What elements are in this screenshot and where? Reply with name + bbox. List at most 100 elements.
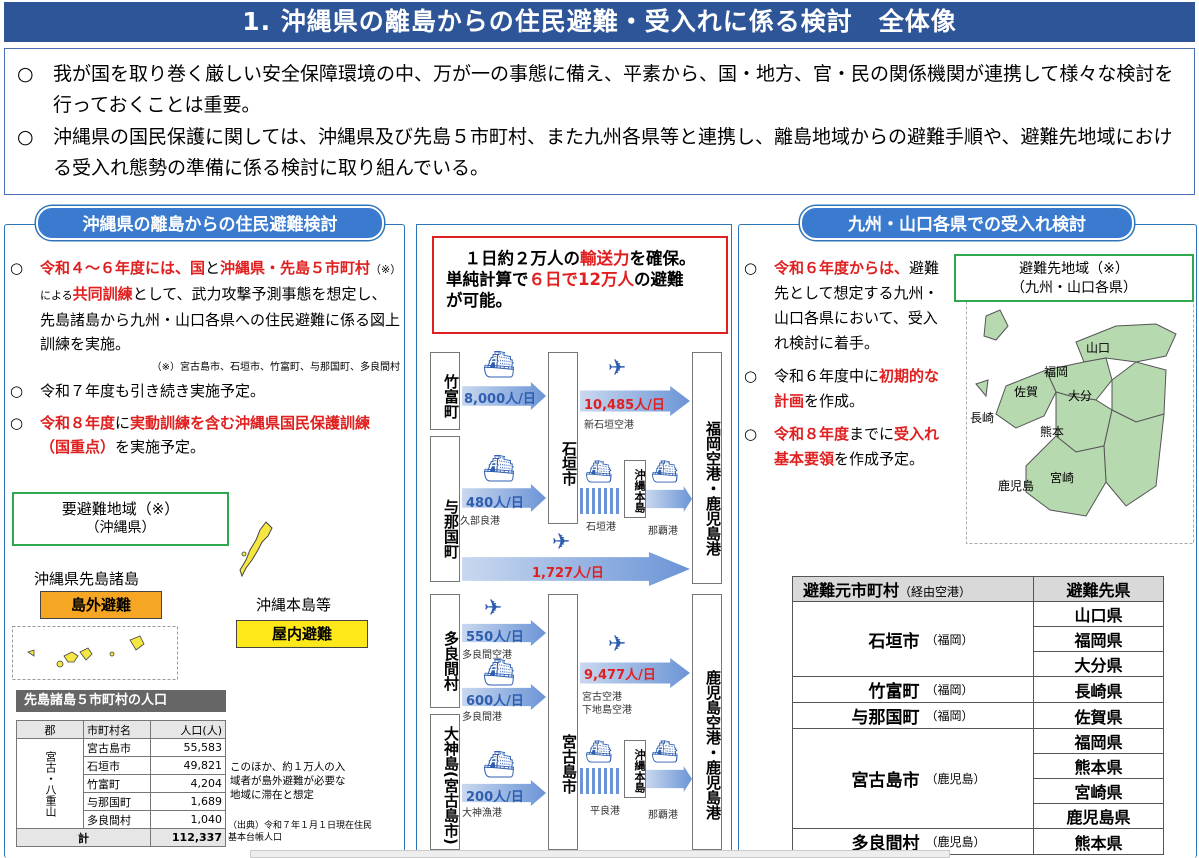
source-taketomi: 竹富町 [430, 352, 460, 430]
intro-paragraph-2: ○沖縄県の国民保護に関しては、沖縄県及び先島５市町村、また九州各県等と連携し、離… [17, 122, 1182, 184]
port-naha-2: 那覇港 [648, 810, 678, 821]
flow-taketomi: 8,000人/日 [464, 392, 536, 407]
sakishima-label: 沖縄県先島諸島 [34, 570, 140, 588]
sakishima-badge: 島外避難 [40, 591, 162, 619]
left-item-2: ○令和７年度も引き続き実施予定。 [10, 382, 266, 400]
map-label-fukuoka: 福岡 [1044, 364, 1068, 379]
route-arrow [646, 486, 692, 512]
bottom-overlay-strip [250, 850, 950, 858]
map-label-miyazaki: 宮崎 [1050, 470, 1074, 485]
source-yonaguni: 与那国町 [430, 436, 460, 582]
dest-fukuoka: 福岡空港・鹿児島港 [692, 352, 722, 584]
flow-yonaguni-air: 1,727人/日 [532, 566, 604, 581]
ship-icon: ⛴ [585, 460, 613, 485]
port-yonaguni: 久部良港 [460, 516, 500, 527]
map-label-saga: 佐賀 [1014, 385, 1038, 399]
table-row: 宮古島市 （鹿児島） 福岡県 [792, 728, 1164, 829]
bullet-circle: ○ [17, 63, 34, 85]
route-arrow [580, 386, 690, 416]
population-side-note: このほか、約１万人の入域者が島外避難が必要な地域に滞在と想定 [230, 761, 346, 801]
port-tarama-sea: 多良間港 [462, 712, 502, 723]
right-item-2: ○令和６年度中に初期的な計画を作成。 [744, 367, 940, 410]
port-ishigaki-air: 新石垣空港 [584, 420, 634, 431]
table-row: 大分県 [793, 651, 1164, 677]
ship-icon: ⛴ [482, 750, 516, 780]
honto-label: 沖縄本島等 [256, 596, 332, 614]
okinawa-hub-2: 沖縄本島 [624, 740, 646, 798]
route-arrow [646, 766, 692, 792]
ship-icon: ⛴ [482, 350, 516, 380]
port-hirara: 平良港 [590, 806, 620, 817]
port-ogami: 大神漁港 [462, 808, 502, 819]
sakishima-islands-map [12, 626, 178, 680]
ship-icon: ⛴ [585, 740, 613, 765]
flow-yonaguni: 480人/日 [466, 496, 524, 511]
airplane-icon: ✈ [484, 596, 503, 621]
port-miyako-air-2: 下地島空港 [582, 705, 632, 716]
population-source: （出典）令和７年１月１日現在住民基本台帳人口 [228, 821, 373, 843]
hub-miyakojima: 宮古島市 [548, 594, 578, 850]
destination-area-box: 避難先地域（※） （九州・山口各県） [954, 254, 1194, 302]
flow-ogami: 200人/日 [466, 790, 524, 805]
map-label-kumamoto: 熊本 [1040, 424, 1064, 439]
map-label-oita: 大分 [1068, 389, 1092, 403]
map-label-kagoshima: 鹿児島 [998, 478, 1034, 493]
port-tarama-air: 多良間空港 [462, 650, 512, 661]
left-section-header: 沖縄県の離島からの住民避難検討 [36, 206, 384, 240]
map-label-yamaguchi: 山口 [1086, 341, 1110, 355]
left-item-1: ○令和４～６年度には、国と沖縄県・先島５市町村（※）による共同訓練として、武力攻… [10, 259, 401, 353]
population-table-title: 先島諸島５市町村の人口 [16, 690, 226, 712]
table-row: 熊本県 [793, 753, 1164, 779]
transport-capacity-box: １日約２万人の輸送力を確保。 単純計算で６日で12万人の避難 が可能。 [432, 236, 728, 334]
source-ogami: 大神島(宮古島市) [430, 714, 460, 850]
airplane-icon: ✈ [608, 632, 627, 657]
port-naha-1: 那覇港 [648, 526, 678, 537]
right-item-3: ○令和８年度までに受入れ基本要領を作成予定。 [744, 425, 940, 468]
right-item-1: ○令和６年度からは、避難先として想定する九州・山口各県において、受入れ検討に着手… [744, 259, 940, 352]
honto-badge: 屋内避難 [236, 620, 368, 648]
route-arrow [462, 552, 690, 586]
table-total-row: 計 112,337 [16, 828, 227, 847]
okinawa-island-map [239, 521, 273, 578]
route-arrow [462, 620, 546, 646]
right-section-header: 九州・山口各県での受入れ検討 [800, 206, 1134, 240]
table-row: 与那国町 （福岡） 佐賀県 [792, 702, 1164, 729]
page-title: 1. 沖縄県の離島からの住民避難・受入れに係る検討 全体像 [4, 2, 1195, 42]
hub-ishigaki: 石垣市 [548, 352, 578, 524]
table-row: 竹富町 （福岡） 長崎県 [792, 676, 1164, 703]
destination-table: 避難元市町村（経由空港） 避難先県 石垣市 （福岡） 山口県 福岡県 大分県 竹… [792, 576, 1164, 855]
source-tarama: 多良間村 [430, 594, 460, 708]
evacuation-area-box: 要避難地域（※） （沖縄県） [12, 492, 229, 546]
striped-arrow [580, 768, 622, 794]
intro-box: ○我が国を取り巻く厳しい安全保障環境の中、万が一の事態に備え、平素から、国・地方… [4, 48, 1195, 195]
dest-kagoshima: 鹿児島空港・鹿児島港 [692, 594, 722, 850]
table-row: 石垣市 （福岡） 山口県 [792, 601, 1164, 677]
flow-tarama-sea: 600人/日 [466, 694, 524, 709]
airplane-icon: ✈ [608, 356, 627, 381]
kyushu-map: 山口 福岡 佐賀 大分 長崎 熊本 宮崎 鹿児島 [966, 296, 1194, 544]
ship-icon: ⛴ [482, 454, 516, 484]
striped-arrow [580, 488, 622, 514]
middle-panel [416, 224, 732, 858]
left-item-3: ○令和８年度に実動訓練を含む沖縄県国民保護訓練（国重点）を実施予定。 [10, 414, 371, 456]
ship-icon: ⛴ [482, 658, 516, 688]
airplane-icon: ✈ [552, 530, 571, 555]
bullet-circle: ○ [17, 126, 34, 148]
right-bullets: ○令和６年度からは、避難先として想定する九州・山口各県において、受入れ検討に着手… [744, 256, 948, 472]
port-miyako-air-1: 宮古空港 [582, 692, 622, 703]
table-row: 鹿児島県 [793, 803, 1164, 829]
route-arrow [462, 780, 546, 806]
okinawa-hub-1: 沖縄本島 [624, 460, 646, 518]
intro-paragraph-1: ○我が国を取り巻く厳しい安全保障環境の中、万が一の事態に備え、平素から、国・地方… [17, 59, 1182, 121]
left-bullets: ○令和４～６年度には、国と沖縄県・先島５市町村（※）による共同訓練として、武力攻… [10, 256, 400, 459]
ship-icon: ⛴ [651, 740, 679, 765]
flow-tarama-air: 550人/日 [466, 630, 524, 645]
port-ishigaki: 石垣港 [586, 522, 616, 533]
route-arrow [462, 484, 546, 512]
route-arrow [580, 658, 690, 688]
